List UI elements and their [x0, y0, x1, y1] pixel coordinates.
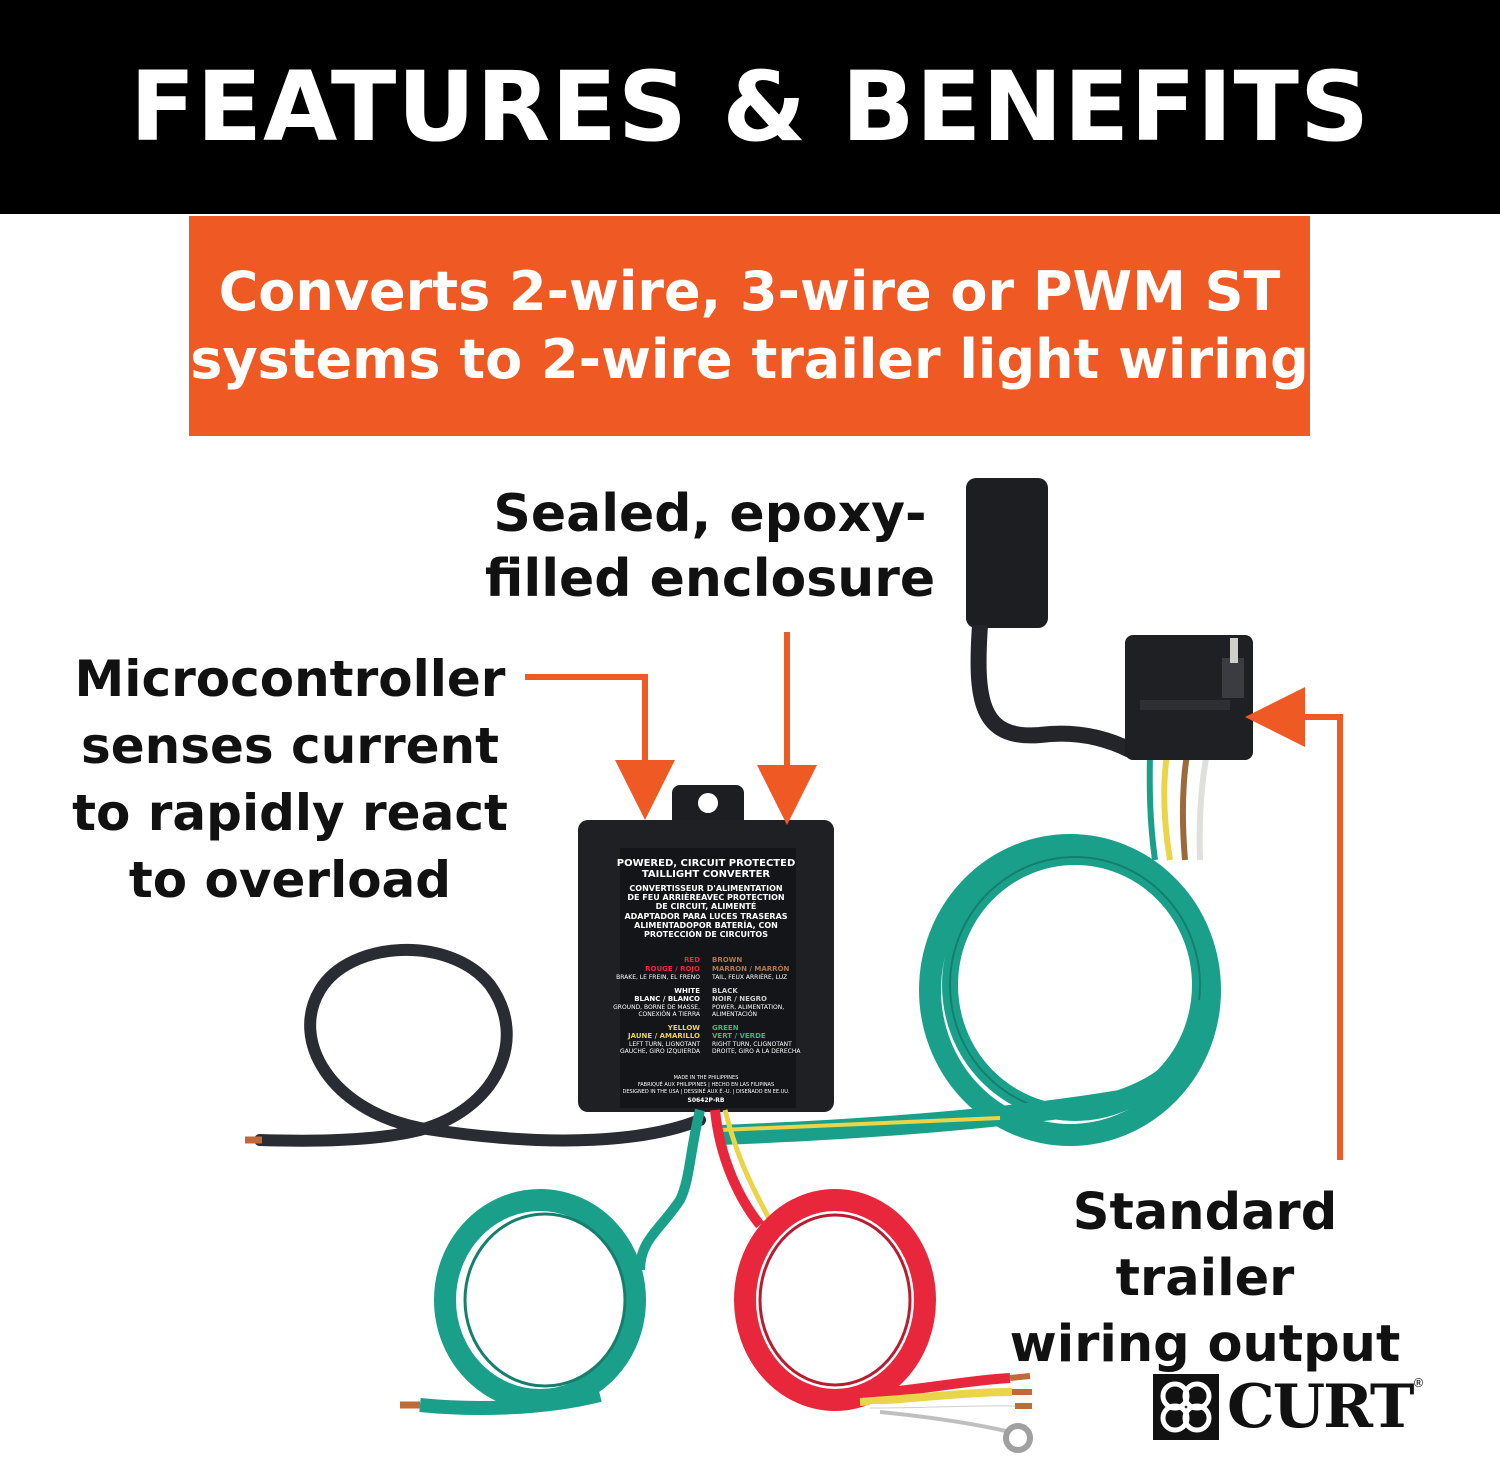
callout-standard-line-2: wiring output [1009, 1315, 1401, 1374]
callout-standard-output: Standard trailer wiring output [975, 1180, 1435, 1378]
red-input-coil [734, 1189, 1033, 1453]
device-fr-3: DE CIRCUIT, ALIMENTÉ [656, 900, 757, 911]
device-label: POWERED, CIRCUIT PROTECTED TAILLIGHT CON… [613, 858, 801, 1104]
callout-micro-line-2: senses current [80, 717, 500, 775]
callout-micro-line-3: to rapidly react [72, 784, 508, 842]
wire-white-desc-2: CONEXIÓN A TIERRA [638, 1011, 701, 1018]
wire-black-name-2: NOIR / NEGRO [712, 995, 767, 1003]
wire-green-desc-1: RIGHT TURN, CLIGNOTANT [712, 1041, 792, 1048]
wire-white-name-2: BLANC / BLANCO [634, 995, 700, 1003]
device-es-1: ADAPTADOR PARA LUCES TRASERAS [624, 912, 787, 921]
callout-micro-line-1: Microcontroller [74, 650, 506, 708]
green-input-coil [400, 1189, 646, 1415]
feature-banner: Converts 2-wire, 3-wire or PWM ST system… [189, 216, 1310, 436]
wire-red-name: RED [684, 956, 700, 964]
curt-logo: CURT ® [1153, 1372, 1425, 1442]
output-wire-coil [719, 739, 1221, 1146]
wire-yellow-name: YELLOW [667, 1024, 700, 1032]
banner-line-1: Converts 2-wire, 3-wire or PWM ST [218, 260, 1281, 323]
wire-black-name: BLACK [712, 987, 738, 995]
device-fr-2: DE FEU ARRIÈREAVEC PROTECTION [627, 891, 784, 902]
wire-brown-name-2: MARRON / MARRÓN [712, 964, 790, 973]
wire-yellow-name-2: JAUNE / AMARILLO [627, 1032, 700, 1040]
wire-black-desc-1: POWER, ALIMENTATION, [712, 1004, 784, 1011]
made-in-2: FABRIQUÉ AUX PHILIPPINES | HECHO EN LAS … [638, 1080, 774, 1088]
callout-sealed-line-1: Sealed, epoxy- [493, 484, 927, 544]
registered-mark: ® [1412, 1376, 1425, 1390]
callout-arrows [525, 632, 1343, 1160]
wire-brown-name: BROWN [712, 956, 742, 964]
wire-white-desc-1: GROUND, BORNE DE MASSE, [613, 1004, 700, 1011]
device-fr-1: CONVERTISSEUR D'ALIMENTATION [629, 884, 782, 893]
banner-line-2: systems to 2-wire trailer light wiring [190, 328, 1309, 391]
page-title: FEATURES & BENEFITS [129, 51, 1371, 163]
wire-brown-desc: TAIL, FEUX ARRIÈRE, LUZ [711, 973, 787, 981]
wire-yellow-desc-1: LEFT TURN, LIGNOTANT [629, 1041, 700, 1048]
device-es-2: ALIMENTADOPOR BATERÍA, CON [634, 919, 778, 930]
device-es-3: PROTECCIÓN DE CIRCUITOS [644, 928, 768, 939]
banner-text: Converts 2-wire, 3-wire or PWM ST system… [190, 258, 1309, 394]
callout-sealed-line-2: filled enclosure [484, 549, 936, 609]
made-in-3: DESIGNED IN THE USA | DESSINÉ AUX É.-U. … [622, 1087, 789, 1095]
device-title-1: POWERED, CIRCUIT PROTECTED [617, 858, 796, 869]
device-title-2: TAILLIGHT CONVERTER [642, 869, 771, 880]
wire-black-desc-2: ALIMENTACIÓN [712, 1011, 757, 1018]
converter-device [578, 785, 834, 1112]
callout-standard-line-1: Standard trailer [1072, 1183, 1338, 1308]
wire-yellow-desc-2: GAUCHE, GIRO IZQUIERDA [620, 1048, 701, 1055]
made-in-1: MADE IN THE PHILIPPINES [674, 1075, 739, 1081]
wire-white-name: WHITE [674, 987, 700, 995]
wire-green-desc-2: DROITE, GIRO A LA DERECHA [712, 1048, 801, 1055]
callout-micro-line-4: to overload [128, 851, 452, 909]
callout-sealed-enclosure: Sealed, epoxy- filled enclosure [470, 482, 950, 612]
wire-green-name-2: VERT / VERDE [712, 1032, 766, 1040]
black-power-wire [245, 943, 706, 1147]
wire-green-name: GREEN [712, 1024, 739, 1032]
flat-4-connector [966, 478, 1253, 760]
wire-red-desc: BRAKE, LE FREIN, EL FRENO [616, 974, 700, 981]
curt-logo-text: CURT [1227, 1372, 1415, 1442]
curt-logo-mark-icon [1153, 1374, 1219, 1440]
callout-microcontroller: Microcontroller senses current to rapidl… [40, 646, 540, 914]
wire-red-name-2: ROUGE / ROJO [645, 965, 700, 973]
header-bar: FEATURES & BENEFITS [0, 0, 1500, 214]
part-number: S0642P-RB [688, 1097, 725, 1104]
